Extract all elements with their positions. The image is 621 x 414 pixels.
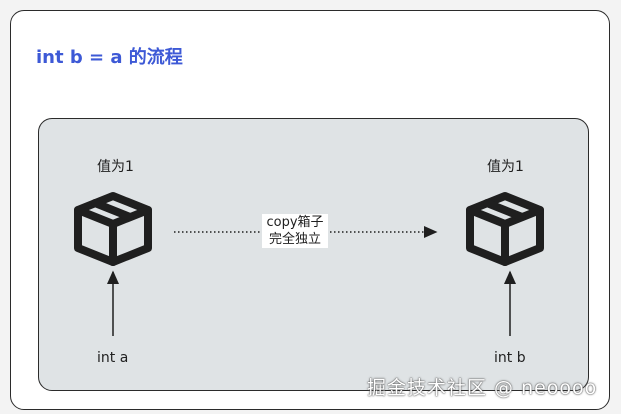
- left-value-label: 值为1: [97, 159, 134, 175]
- watermark: 掘金技术社区 @ neoooo: [367, 377, 598, 399]
- page-title: int b = a 的流程: [36, 47, 183, 68]
- copy-note-line2: 完全独立: [268, 232, 321, 247]
- copy-note: copy箱子 完全独立: [262, 214, 328, 248]
- copy-note-line1: copy箱子: [266, 215, 324, 230]
- right-value-label: 值为1: [487, 159, 524, 175]
- right-var-label: int b: [494, 350, 526, 366]
- box-icon: [74, 192, 152, 266]
- box-icon: [466, 192, 544, 266]
- left-var-label: int a: [97, 350, 129, 366]
